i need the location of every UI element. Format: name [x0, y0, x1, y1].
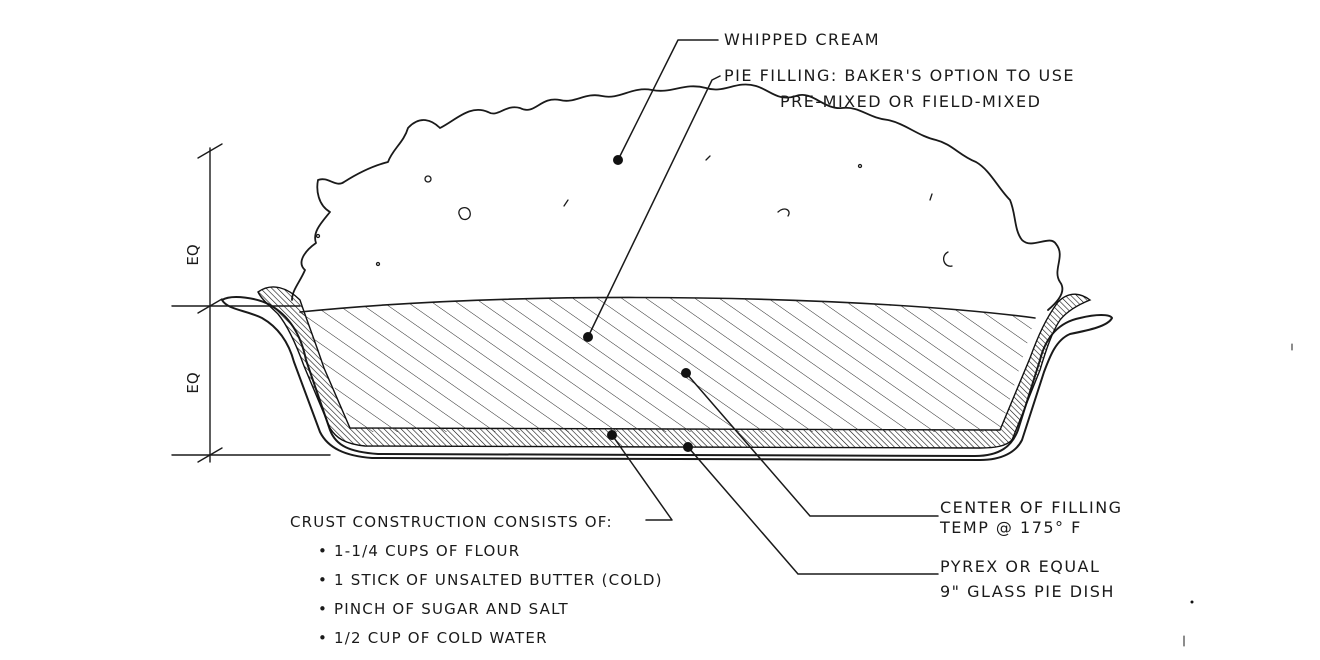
- label-center-temp-2: TEMP @ 175° F: [939, 518, 1082, 537]
- pie-filling-top-line: [299, 296, 1036, 319]
- crust-item-3: • PINCH OF SUGAR AND SALT: [318, 600, 569, 618]
- crust-item-2: • 1 STICK OF UNSALTED BUTTER (COLD): [318, 571, 663, 589]
- dot-whipped-cream: [613, 155, 623, 165]
- crust-heading: CRUST CONSTRUCTION CONSISTS OF:: [290, 513, 613, 531]
- cream-texture-marks: [315, 155, 953, 267]
- leader-pie-filling: [587, 75, 721, 338]
- pie-filling-hatch: [300, 297, 1035, 432]
- dimension-label-lower: EQ: [184, 372, 202, 393]
- leader-center-temp: [685, 372, 939, 517]
- leader-dish: [687, 446, 939, 575]
- leader-whipped-cream: [617, 39, 719, 161]
- crust-item-4: • 1/2 CUP OF COLD WATER: [318, 629, 548, 647]
- label-dish-2: 9" GLASS PIE DISH: [940, 582, 1115, 601]
- label-center-temp-1: CENTER OF FILLING: [940, 498, 1123, 517]
- label-dish-1: PYREX OR EQUAL: [940, 557, 1100, 576]
- crust-item-1: • 1-1/4 CUPS OF FLOUR: [318, 542, 520, 560]
- whipped-cream-outline: [291, 83, 1064, 311]
- dot-crust: [607, 430, 617, 440]
- dot-dish: [683, 442, 693, 452]
- dot-pie-filling: [583, 332, 593, 342]
- dot-center-temp: [681, 368, 691, 378]
- label-pie-filling-1: PIE FILLING: BAKER'S OPTION TO USE: [724, 66, 1075, 85]
- stray-mark: [1190, 600, 1194, 604]
- leader-lines: [587, 39, 939, 575]
- dimension-label-upper: EQ: [184, 244, 202, 265]
- dimension-line: [171, 143, 331, 463]
- label-pie-filling-2: PRE-MIXED OR FIELD-MIXED: [780, 92, 1041, 111]
- label-whipped-cream: WHIPPED CREAM: [724, 30, 880, 49]
- leader-crust: [611, 434, 673, 521]
